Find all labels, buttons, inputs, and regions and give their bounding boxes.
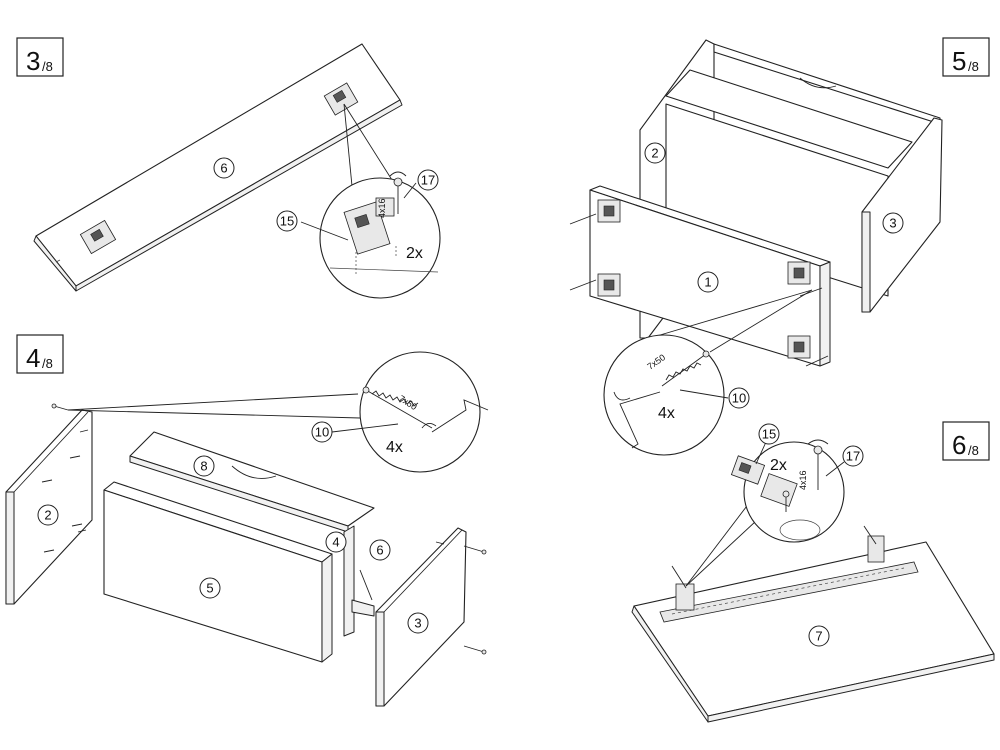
cam-bolt-icon [362,386,433,429]
cam-fitting-icon [597,199,811,359]
svg-text:4: 4 [332,535,339,550]
svg-text:6: 6 [376,543,383,558]
svg-text:/8: /8 [968,59,979,74]
bolt-icon [51,403,69,411]
svg-text:3: 3 [889,216,896,231]
svg-text:4: 4 [26,343,40,373]
part-15-label: 15 [758,423,780,445]
zoom-detail-bolt [603,334,725,456]
svg-text:/8: /8 [42,356,53,371]
step-3-total: /8 [42,59,53,74]
panel-8-back [665,69,913,169]
hinge-rail [659,561,919,623]
step-4-drawing: 7x50 4x [5,351,489,707]
dowel-icons [41,429,89,553]
part-10-label: 10 [728,387,750,409]
part-3-label: 3 [407,612,429,634]
part-6-label: 6 [213,157,235,179]
step-3-hinge-quantity: 2x [406,245,423,262]
part-17-label: 17 [417,169,439,191]
part-6-label: 6 [369,539,391,561]
svg-text:1: 1 [704,275,711,290]
svg-text:/8: /8 [968,443,979,458]
part-4-label: 4 [325,531,347,553]
cam-bolt-icon [661,350,710,387]
part-2-label: 2 [37,504,59,526]
svg-text:15: 15 [280,214,294,229]
svg-text:15: 15 [762,427,776,442]
step-5-drawing: 7x50 4x [569,39,943,456]
svg-text:5: 5 [206,581,213,596]
step-3-number: 3 [26,46,40,76]
part-1-label: 1 [697,271,719,293]
step-5-label: 5 /8 [942,37,990,77]
svg-text:17: 17 [421,173,435,188]
hex-key-icon [619,391,661,449]
hinge-icon [343,197,395,255]
step-6-label: 6 /8 [942,421,990,461]
part-8-label: 8 [193,455,215,477]
step-3-drawing: 4x16 2x [33,43,441,299]
svg-text:17: 17 [846,449,860,464]
part-3-label: 3 [882,212,904,234]
zoom-detail-bolt [359,351,481,473]
svg-text:5: 5 [952,46,966,76]
part-7-label: 7 [808,625,830,647]
part-15-label: 15 [276,210,298,232]
cabinet-back [665,103,889,297]
screw-icon [782,439,829,512]
svg-text:7: 7 [815,629,822,644]
part-5-label: 5 [199,577,221,599]
part-17-label: 17 [842,445,864,467]
hex-key-icon [431,399,489,433]
step-4-label: 4 /8 [16,334,64,374]
bolt-icon [435,541,487,655]
svg-text:2: 2 [44,508,51,523]
svg-text:8: 8 [200,459,207,474]
screw-size-label: 4x16 [377,198,387,218]
hinge-plate-icon [79,219,117,255]
panel-6-front-edge [75,99,403,292]
svg-text:10: 10 [732,391,746,406]
step-5-bolt-quantity: 4x [658,405,675,422]
step-6-hinge-quantity: 2x [770,457,787,474]
svg-text:6: 6 [952,430,966,460]
svg-text:6: 6 [220,161,227,176]
hinge-icon [671,525,885,611]
svg-text:3: 3 [414,616,421,631]
part-10-label: 10 [311,421,333,443]
svg-text:10: 10 [315,425,329,440]
step-6-drawing: 4x16 2x [631,439,995,723]
step-3-label: 3 /8 [16,37,64,77]
step-4-bolt-quantity: 4x [386,439,403,456]
screw-icon [389,171,407,214]
svg-text:2: 2 [651,146,658,161]
svg-text:4x16: 4x16 [798,470,808,490]
part-2-label: 2 [644,142,666,164]
